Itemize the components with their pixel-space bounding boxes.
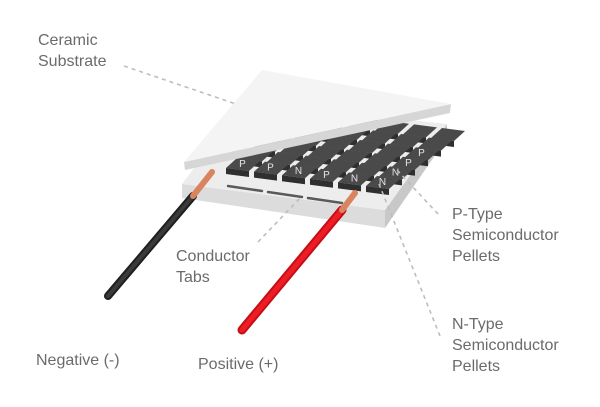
label-ceramic-line-1: Ceramic <box>38 32 98 49</box>
positive-wire <box>237 190 358 335</box>
pellet-label: P <box>267 163 274 174</box>
label-ceramic-line-2: Substrate <box>38 53 107 70</box>
pellet <box>362 130 396 144</box>
pellet-label: P <box>323 170 330 181</box>
label-p-type-line-3: Pellets <box>452 248 501 265</box>
pellet <box>323 159 357 173</box>
pellet <box>405 147 439 161</box>
pellet-label: P <box>418 148 425 159</box>
pellet-label: P <box>239 159 246 170</box>
leader-p-type <box>396 169 439 215</box>
pellet <box>403 124 437 138</box>
pellet <box>321 136 355 150</box>
pellet <box>226 158 260 171</box>
pellet-label: P <box>405 158 412 169</box>
label-positive: Positive (+) <box>198 356 279 373</box>
label-p-type-line-1: P-Type <box>452 206 503 223</box>
pellet-side <box>338 182 361 192</box>
pellet <box>366 176 400 189</box>
label-conductor-line-1: Conductor <box>176 248 250 265</box>
leader-conductor <box>257 195 303 243</box>
pellet <box>254 161 288 175</box>
pellet-label: N <box>295 166 302 177</box>
label-ceramic-substrate: Ceramic Substrate <box>38 30 106 72</box>
pellet-label: N <box>379 177 386 188</box>
pellet <box>377 143 411 157</box>
pellet <box>267 152 301 165</box>
pellet <box>379 166 413 180</box>
label-n-type-line-3: Pellets <box>452 358 501 375</box>
pellet <box>418 137 452 151</box>
pellet <box>364 153 398 167</box>
pellet <box>351 162 385 176</box>
label-n-type-line-2: Semiconductor <box>452 337 559 354</box>
pellet <box>392 156 426 170</box>
label-n-type-line-1: N-Type <box>452 316 504 333</box>
pellet <box>308 146 342 159</box>
pellet-label: N <box>351 173 358 184</box>
label-n-type: N-Type Semiconductor Pellets <box>452 314 559 377</box>
pellet-side <box>282 175 305 185</box>
leader-lines <box>123 65 441 337</box>
label-p-type-line-2: Semiconductor <box>452 227 559 244</box>
pellet <box>338 172 372 186</box>
pellet <box>431 128 465 141</box>
leader-ceramic <box>123 65 237 105</box>
conductor-tab-strips <box>226 184 344 205</box>
negative-wire <box>104 169 215 300</box>
label-negative: Negative (-) <box>36 352 120 369</box>
pellet <box>390 134 424 147</box>
top-ceramic-substrate <box>184 70 451 170</box>
pellet <box>295 155 329 169</box>
label-conductor-line-2: Tabs <box>176 269 210 286</box>
pellet-label: N <box>392 167 399 178</box>
label-conductor-tabs: Conductor Tabs <box>176 246 250 288</box>
pellet-side <box>254 171 277 181</box>
pellet <box>282 165 316 179</box>
label-p-type: P-Type Semiconductor Pellets <box>452 204 559 267</box>
pellet <box>336 149 370 163</box>
pellet-side <box>226 168 249 177</box>
pellet <box>349 140 383 153</box>
pellet <box>310 168 344 182</box>
pellet-side <box>310 178 333 188</box>
leader-n-type <box>378 183 441 337</box>
